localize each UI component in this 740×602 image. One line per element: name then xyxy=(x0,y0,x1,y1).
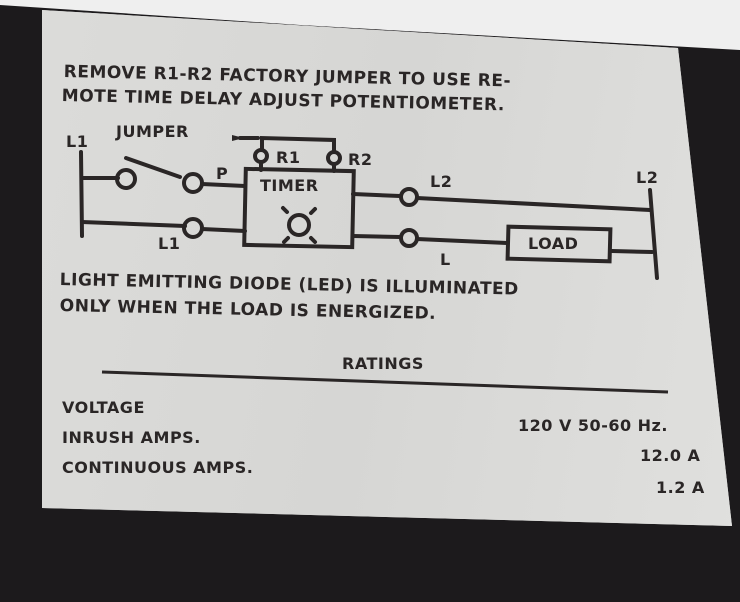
load-label: LOAD xyxy=(528,234,579,253)
lower-l1-label: L1 xyxy=(158,234,181,253)
terminal-l-label: L xyxy=(440,250,451,269)
right-rail-label: L2 xyxy=(636,168,659,187)
ratings-title: RATINGS xyxy=(342,354,424,373)
terminal-p-label: P xyxy=(216,164,229,183)
jumper-label: JUMPER xyxy=(116,122,189,141)
timer-label: TIMER xyxy=(260,176,319,195)
terminal-r2-label: R2 xyxy=(348,150,373,169)
rating-name-continuous: CONTINUOUS AMPS. xyxy=(62,458,254,477)
rating-value-continuous: 1.2 A xyxy=(656,478,705,497)
rating-value-voltage: 120 V 50-60 Hz. xyxy=(518,416,668,435)
rating-name-inrush: INRUSH AMPS. xyxy=(62,428,201,447)
rating-name-voltage: VOLTAGE xyxy=(62,398,145,417)
rating-value-inrush: 12.0 A xyxy=(640,446,701,465)
left-rail-label: L1 xyxy=(66,132,89,151)
terminal-l2-label: L2 xyxy=(430,172,453,191)
terminal-r1-label: R1 xyxy=(276,148,301,167)
